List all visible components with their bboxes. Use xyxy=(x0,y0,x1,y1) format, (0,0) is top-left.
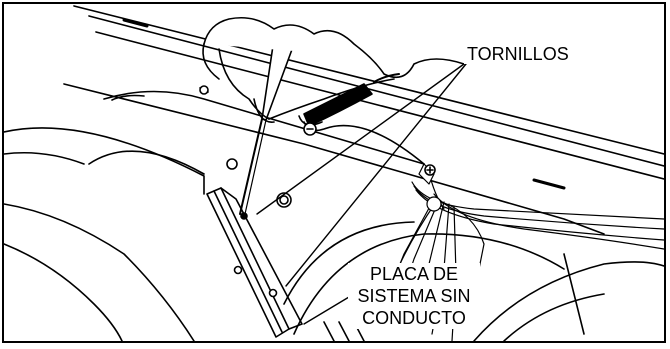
top-screw xyxy=(199,85,436,176)
lint-housing xyxy=(4,127,292,341)
drum-opening xyxy=(283,221,664,341)
ductless-plate xyxy=(206,187,303,338)
plate-label-line-1: PLACA DE xyxy=(369,264,459,284)
hand-with-screwdriver xyxy=(202,16,465,215)
plate-label-line-2: SISTEMA SIN xyxy=(357,286,471,306)
screws-label: TORNILLOS xyxy=(464,44,572,64)
cabinet-top-edges xyxy=(63,83,605,235)
plate-label-line-3: CONDUCTO xyxy=(362,308,466,328)
diagram-frame: TORNILLOS PLACA DE SISTEMA SIN CONDUCTO xyxy=(2,2,666,343)
leader-lines xyxy=(256,63,467,325)
dryer-illustration xyxy=(4,5,664,341)
top-panel xyxy=(73,5,664,190)
plate-label: PLACA DE SISTEMA SIN CONDUCTO xyxy=(348,263,480,329)
